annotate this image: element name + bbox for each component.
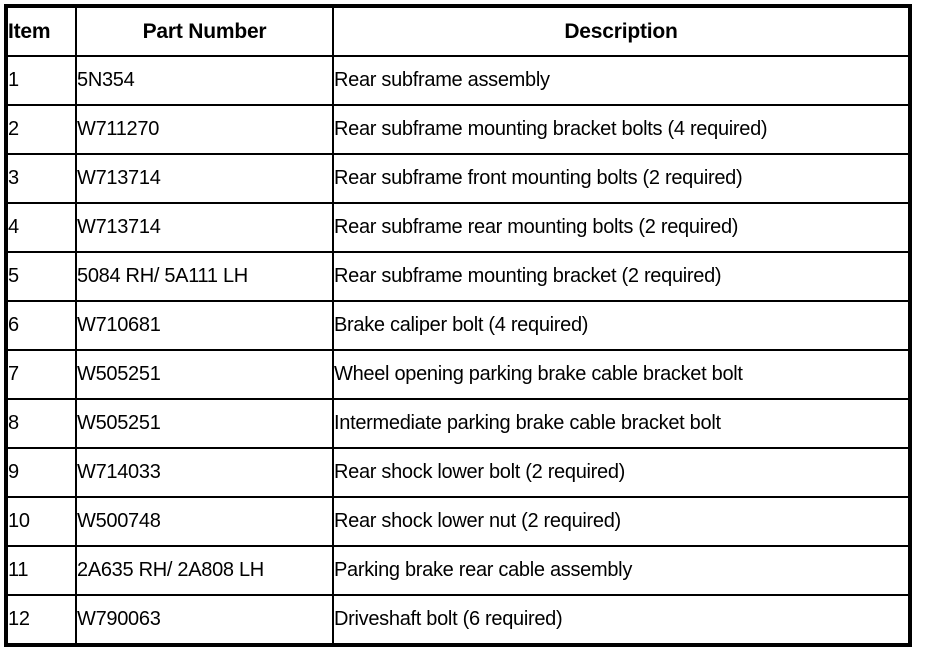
table-row: 9 W714033 Rear shock lower bolt (2 requi… bbox=[5, 447, 911, 498]
table-header-row: Item Part Number Description bbox=[5, 5, 911, 57]
cell-description: Rear subframe mounting bracket (2 requir… bbox=[332, 251, 911, 302]
table-row: 5 5084 RH/ 5A111 LH Rear subframe mounti… bbox=[5, 251, 911, 302]
cell-description: Rear subframe assembly bbox=[332, 55, 911, 106]
cell-description: Driveshaft bolt (6 required) bbox=[332, 594, 911, 646]
table-body: 1 5N354 Rear subframe assembly 2 W711270… bbox=[5, 55, 911, 646]
cell-part-number: W713714 bbox=[75, 153, 334, 204]
cell-item: 9 bbox=[5, 447, 77, 498]
table-row: 10 W500748 Rear shock lower nut (2 requi… bbox=[5, 496, 911, 547]
cell-item: 11 bbox=[5, 545, 77, 596]
table-row: 11 2A635 RH/ 2A808 LH Parking brake rear… bbox=[5, 545, 911, 596]
cell-description: Rear subframe mounting bracket bolts (4 … bbox=[332, 104, 911, 155]
cell-item: 8 bbox=[5, 398, 77, 449]
parts-table: Item Part Number Description 1 5N354 Rea… bbox=[4, 4, 912, 647]
cell-item: 2 bbox=[5, 104, 77, 155]
cell-part-number: W790063 bbox=[75, 594, 334, 646]
table-row: 12 W790063 Driveshaft bolt (6 required) bbox=[5, 594, 911, 646]
table-row: 3 W713714 Rear subframe front mounting b… bbox=[5, 153, 911, 204]
cell-description: Parking brake rear cable assembly bbox=[332, 545, 911, 596]
column-header-description: Description bbox=[332, 5, 911, 57]
cell-description: Rear shock lower bolt (2 required) bbox=[332, 447, 911, 498]
cell-part-number: 5N354 bbox=[75, 55, 334, 106]
cell-part-number: 2A635 RH/ 2A808 LH bbox=[75, 545, 334, 596]
cell-part-number: W500748 bbox=[75, 496, 334, 547]
table-row: 1 5N354 Rear subframe assembly bbox=[5, 55, 911, 106]
cell-description: Rear subframe rear mounting bolts (2 req… bbox=[332, 202, 911, 253]
cell-item: 5 bbox=[5, 251, 77, 302]
cell-part-number: 5084 RH/ 5A111 LH bbox=[75, 251, 334, 302]
cell-item: 1 bbox=[5, 55, 77, 106]
cell-part-number: W713714 bbox=[75, 202, 334, 253]
column-header-part-number: Part Number bbox=[75, 5, 334, 57]
cell-part-number: W711270 bbox=[75, 104, 334, 155]
cell-description: Rear shock lower nut (2 required) bbox=[332, 496, 911, 547]
table-row: 6 W710681 Brake caliper bolt (4 required… bbox=[5, 300, 911, 351]
cell-item: 6 bbox=[5, 300, 77, 351]
table-row: 8 W505251 Intermediate parking brake cab… bbox=[5, 398, 911, 449]
cell-description: Rear subframe front mounting bolts (2 re… bbox=[332, 153, 911, 204]
table-row: 2 W711270 Rear subframe mounting bracket… bbox=[5, 104, 911, 155]
cell-item: 4 bbox=[5, 202, 77, 253]
cell-part-number: W710681 bbox=[75, 300, 334, 351]
cell-description: Intermediate parking brake cable bracket… bbox=[332, 398, 911, 449]
column-header-item: Item bbox=[5, 5, 77, 57]
cell-item: 12 bbox=[5, 594, 77, 646]
table-row: 7 W505251 Wheel opening parking brake ca… bbox=[5, 349, 911, 400]
cell-description: Brake caliper bolt (4 required) bbox=[332, 300, 911, 351]
cell-description: Wheel opening parking brake cable bracke… bbox=[332, 349, 911, 400]
cell-item: 3 bbox=[5, 153, 77, 204]
cell-part-number: W714033 bbox=[75, 447, 334, 498]
cell-item: 7 bbox=[5, 349, 77, 400]
cell-part-number: W505251 bbox=[75, 398, 334, 449]
cell-item: 10 bbox=[5, 496, 77, 547]
cell-part-number: W505251 bbox=[75, 349, 334, 400]
table-header: Item Part Number Description bbox=[5, 5, 911, 57]
table-row: 4 W713714 Rear subframe rear mounting bo… bbox=[5, 202, 911, 253]
